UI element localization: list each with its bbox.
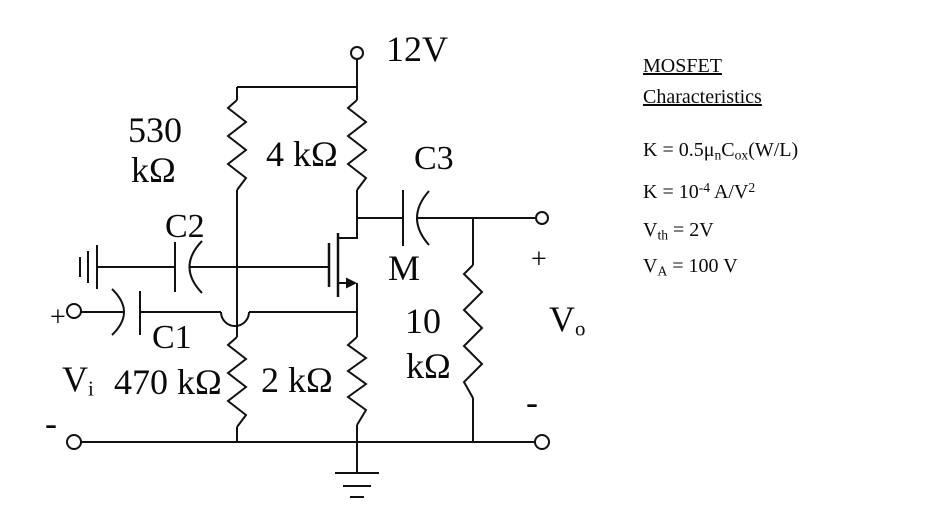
resistor-10k [462,264,484,399]
k-value: K = 10-4 A/V2 [643,179,756,203]
characteristics-title-line1: MOSFET [643,55,722,77]
wire-crossover-hop [220,311,250,327]
resistor-470k-label: 470 kΩ [114,362,222,402]
supply-terminal [350,46,364,60]
output-negative-terminal [534,434,550,450]
resistor-2k [346,336,368,426]
resistor-2k-label: 2 kΩ [261,360,333,400]
input-voltage-label: Vi [62,359,94,401]
mosfet-source-arrow [346,277,357,289]
resistor-4k [346,99,368,191]
input-minus-sign: - [45,403,57,443]
output-plus-sign: + [531,244,547,275]
mosfet-drain-lead [338,218,358,239]
supply-voltage-label: 12V [386,29,448,69]
capacitor-c1-label: C1 [152,319,192,356]
resistor-4k-label: 4 kΩ [266,134,338,174]
input-positive-terminal [66,303,82,319]
ground-symbol [335,442,379,498]
va-value: VA = 100 V [643,255,738,279]
resistor-470k [226,336,248,428]
resistor-530k [226,99,248,191]
output-voltage-label: Vo [549,299,586,341]
resistor-10k-unit: kΩ [406,346,451,386]
resistor-530k-unit: kΩ [131,150,176,190]
input-negative-terminal [66,434,82,450]
vth-value: Vth = 2V [643,219,714,243]
output-positive-terminal [535,211,549,225]
mosfet-symbol [327,218,358,297]
input-voltage-subscript: i [88,376,94,401]
k-formula: K = 0.5μnCox(W/L) [643,139,799,163]
input-plus-sign: + [50,302,66,333]
resistor-530k-value: 530 [128,110,182,150]
output-minus-sign: - [526,382,538,422]
bypass-ground-symbol [79,245,98,289]
capacitor-c2-label: C2 [165,208,205,245]
resistor-10k-value: 10 [405,301,441,341]
mosfet-label: M [388,248,421,288]
supply-rail-wire [236,59,358,100]
capacitor-c3-label: C3 [414,140,454,177]
characteristics-title-line2: Characteristics [643,86,762,108]
output-voltage-subscript: o [575,316,586,341]
